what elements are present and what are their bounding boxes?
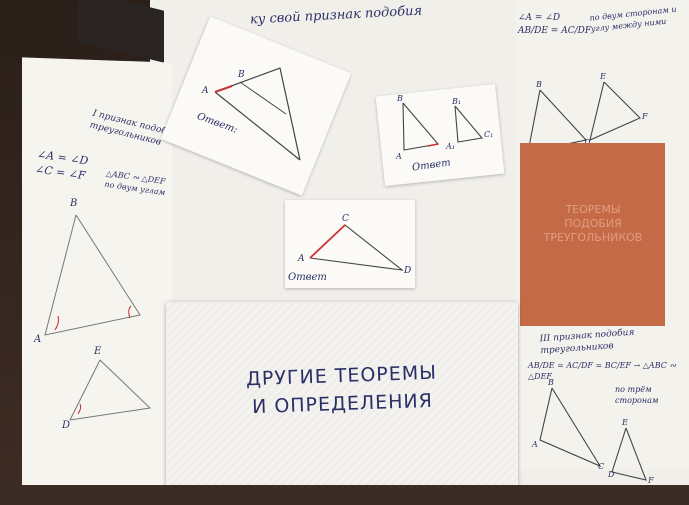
task-card-3: [285, 200, 415, 288]
card3-label-A: A: [298, 254, 305, 264]
label-left-E: E: [94, 346, 102, 357]
right-bottom-label-A: A: [532, 440, 538, 449]
card2-label-B: B: [397, 94, 403, 103]
pocket-card-title: ДРУГИЕ ТЕОРЕМЫ И ОПРЕДЕЛЕНИЯ: [165, 356, 519, 424]
card2-label-A1: A₁: [446, 142, 455, 151]
card3-answer: Ответ: [288, 272, 327, 283]
pocket-card: ДРУГИЕ ТЕОРЕМЫ И ОПРЕДЕЛЕНИЯ: [166, 302, 518, 492]
right-bottom-label-F: F: [648, 476, 654, 485]
right-bottom-label-B: B: [548, 378, 554, 387]
right-label-E: E: [600, 72, 606, 81]
right-label-F: F: [642, 112, 648, 121]
right-bottom-note: по трём сторонам: [615, 385, 659, 405]
label-left-D: D: [62, 420, 71, 431]
card2-label-C1: C₁: [484, 130, 494, 139]
card2-label-B1: B₁: [452, 97, 462, 106]
card1-label-B: B: [238, 70, 245, 80]
right-bottom-label-C: C: [598, 462, 605, 471]
label-left-A: A: [34, 334, 42, 345]
card1-label-A: A: [202, 86, 209, 96]
card3-label-D: D: [404, 266, 412, 276]
card3-label-C: C: [342, 214, 349, 224]
right-label-D: D: [584, 138, 590, 147]
right-label-B: B: [536, 80, 542, 89]
orange-title-card: ТЕОРЕМЫ ПОДОБИЯ ТРЕУГОЛЬНИКОВ: [520, 143, 665, 326]
label-left-B: B: [70, 198, 78, 209]
right-bottom-formula: AB/DE = AC/DF = BC/EF → △ABC ∾ △DEF: [528, 361, 677, 381]
orange-title-text: ТЕОРЕМЫ ПОДОБИЯ ТРЕУГОЛЬНИКОВ: [543, 203, 643, 244]
right-bottom-label-D: D: [608, 470, 615, 479]
card2-label-A: A: [396, 152, 402, 161]
right-top-formula: ∠A = ∠D AB/DE = AC/DF: [518, 13, 592, 36]
table-surface: [0, 485, 689, 505]
right-bottom-label-E: E: [622, 418, 628, 427]
